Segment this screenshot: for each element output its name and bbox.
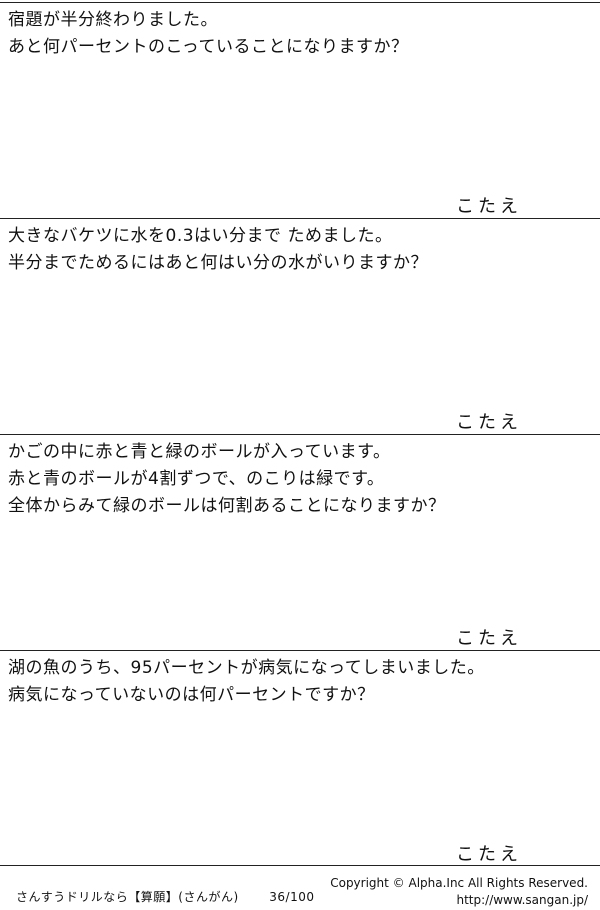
problem-text-line: かごの中に赤と青と緑のボールが入っています。 [8, 442, 391, 462]
problem-text-line: 全体からみて緑のボールは何割あることになりますか？ [8, 496, 446, 516]
problem-1: 宿題が半分終わりました。 あと何パーセントのこっていることになりますか？ こたえ [0, 2, 600, 218]
problem-text-line: あと何パーセントのこっていることになりますか？ [8, 37, 409, 57]
answer-label: こたえ [456, 844, 522, 865]
answer-label: こたえ [456, 196, 522, 217]
footer-series: さんすうドリルなら【算願】(さんがん) 36/100 [16, 889, 315, 905]
problem-2-text: 大きなバケツに水を0.3はい分まで ためました。 半分までためるにはあと何はい分… [8, 223, 592, 277]
problem-text-line: 半分までためるにはあと何はい分の水がいりますか？ [8, 253, 428, 273]
footer-divider [0, 865, 600, 866]
problem-2: 大きなバケツに水を0.3はい分まで ためました。 半分までためるにはあと何はい分… [0, 218, 600, 434]
problem-4: 湖の魚のうち、95パーセントが病気になってしまいました。 病気になっていないのは… [0, 650, 600, 866]
site-url[interactable]: http://www.sangan.jp/ [456, 893, 588, 907]
problem-4-text: 湖の魚のうち、95パーセントが病気になってしまいました。 病気になっていないのは… [8, 655, 592, 709]
problem-3-text: かごの中に赤と青と緑のボールが入っています。 赤と青のボールが4割ずつで、のこり… [8, 439, 592, 520]
copyright-text: Copyright © Alpha.Inc All Rights Reserve… [330, 876, 588, 890]
problem-3: かごの中に赤と青と緑のボールが入っています。 赤と青のボールが4割ずつで、のこり… [0, 434, 600, 650]
problem-text-line: 赤と青のボールが4割ずつで、のこりは緑です。 [8, 469, 385, 489]
answer-label: こたえ [456, 628, 522, 649]
problem-text-line: 大きなバケツに水を0.3はい分まで ためました。 [8, 226, 393, 246]
answer-label: こたえ [456, 412, 522, 433]
problem-1-text: 宿題が半分終わりました。 あと何パーセントのこっていることになりますか？ [8, 7, 592, 61]
problem-text-line: 病気になっていないのは何パーセントですか？ [8, 685, 375, 705]
problem-text-line: 宿題が半分終わりました。 [8, 10, 218, 30]
series-title: さんすうドリルなら【算願】(さんがん) [16, 890, 239, 904]
problem-text-line: 湖の魚のうち、95パーセントが病気になってしまいました。 [8, 658, 485, 678]
footer-credits: Copyright © Alpha.Inc All Rights Reserve… [330, 875, 588, 909]
page-number: 36/100 [269, 890, 315, 904]
